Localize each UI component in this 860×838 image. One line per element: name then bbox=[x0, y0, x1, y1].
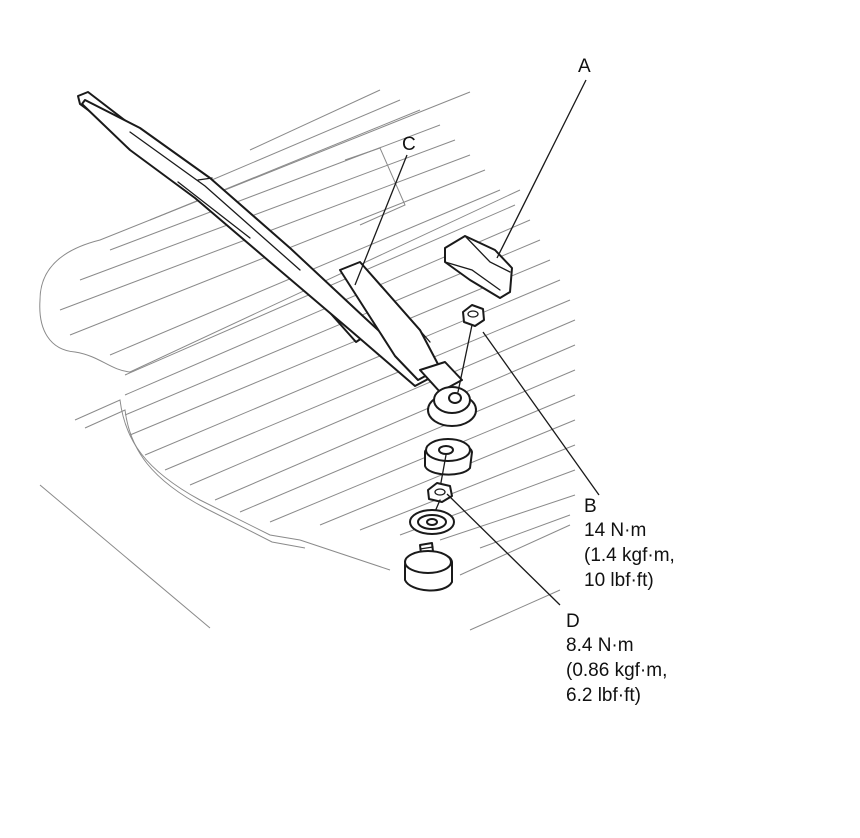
callout-b: B 14 N·m (1.4 kgf·m, 10 lbf·ft) bbox=[584, 496, 675, 591]
nut-d bbox=[427, 482, 453, 503]
wiper-arm bbox=[77, 91, 441, 387]
cap-part bbox=[444, 235, 513, 299]
callout-b-label: B bbox=[584, 496, 597, 517]
tailgate-background bbox=[39, 89, 576, 631]
callout-b-torque-nm: 14 N·m bbox=[584, 520, 646, 541]
washer bbox=[409, 509, 455, 535]
callout-b-torque-kgfm: (1.4 kgf·m, bbox=[584, 545, 675, 566]
callout-d-torque-kgfm: (0.86 kgf·m, bbox=[566, 660, 667, 681]
callout-d-torque-nm: 8.4 N·m bbox=[566, 635, 634, 656]
pivot-head bbox=[419, 361, 477, 427]
nut-axis-line bbox=[457, 324, 473, 393]
spacer bbox=[424, 438, 473, 476]
callout-d: D 8.4 N·m (0.86 kgf·m, 6.2 lbf·ft) bbox=[566, 611, 667, 706]
nut-b bbox=[462, 304, 485, 327]
callout-a-label: A bbox=[578, 56, 591, 77]
leader-d bbox=[446, 493, 561, 606]
leader-b bbox=[482, 331, 600, 496]
leader-a bbox=[496, 79, 587, 259]
glass-hatching bbox=[59, 89, 576, 549]
leader-c bbox=[354, 154, 408, 286]
callout-d-label: D bbox=[566, 611, 580, 632]
callout-c-label: C bbox=[402, 134, 416, 155]
spacer-axis-line bbox=[439, 454, 447, 489]
leader-lines bbox=[354, 79, 600, 606]
callout-d-torque-lbfft: 6.2 lbf·ft) bbox=[566, 685, 641, 706]
pivot-base bbox=[404, 542, 453, 592]
callout-b-torque-lbfft: 10 lbf·ft) bbox=[584, 570, 654, 591]
